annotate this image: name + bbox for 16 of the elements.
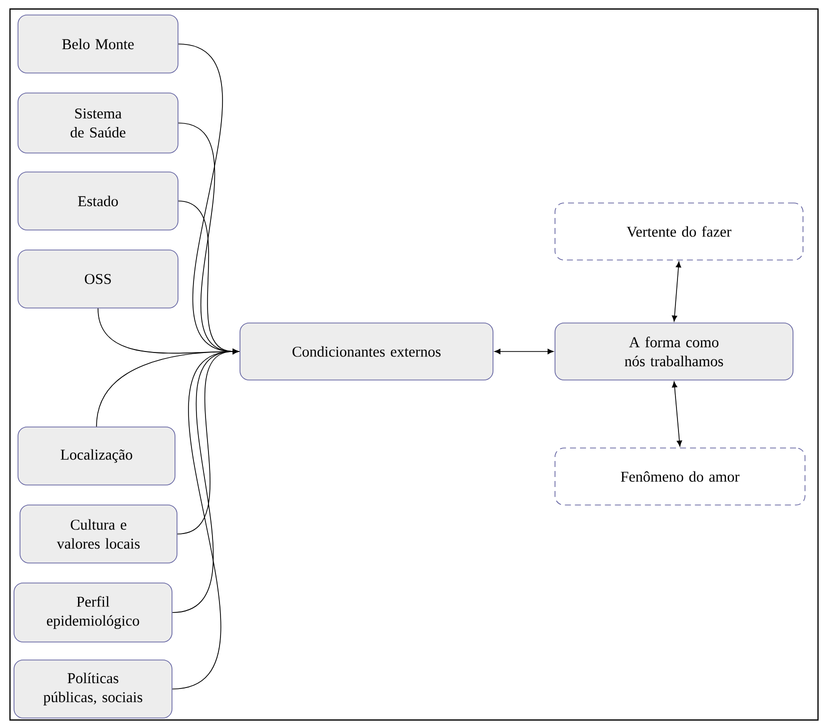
process-box: Políticas públicas, sociais <box>14 660 172 718</box>
process-box: A forma como nós trabalhamos <box>554 322 794 380</box>
process-box: Perfil epidemiológico <box>14 582 172 642</box>
process-box: Condicionantes externos <box>240 322 494 380</box>
process-box: OSS <box>18 250 178 308</box>
arrow <box>672 381 682 447</box>
arrow <box>494 348 554 354</box>
process-box: Localização <box>18 426 176 486</box>
dashed-box: Fenômeno do amor <box>554 448 806 506</box>
process-box: Estado <box>18 172 178 230</box>
process-box: Cultura e valores locais <box>20 504 178 564</box>
arrow <box>172 348 239 690</box>
process-box: Sistema de Saúde <box>18 92 178 154</box>
arrow <box>672 261 682 322</box>
process-box: Belo Monte <box>18 14 178 74</box>
dashed-box: Vertente do fazer <box>554 202 804 260</box>
